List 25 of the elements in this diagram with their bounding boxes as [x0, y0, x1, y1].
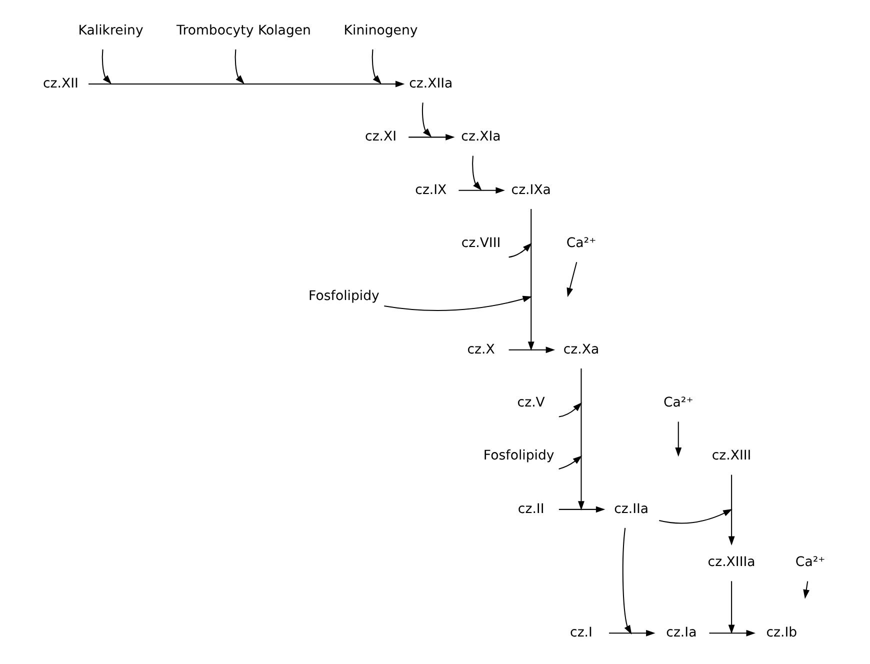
node-text: cz.X [466, 342, 494, 358]
node-text: cz.XIII [711, 448, 751, 464]
node-text: cz.XII [42, 76, 78, 92]
node-text: Kininogeny [343, 23, 418, 38]
node-text: Ca²⁺ [566, 236, 596, 252]
node-text: cz.Xa [562, 342, 599, 358]
node-text: Ca²⁺ [663, 396, 693, 411]
node-text: cz.Ib [766, 626, 797, 641]
node-text: cz.IIa [614, 502, 648, 517]
node-text: cz.XIIa [408, 76, 452, 92]
node-text: cz.VIII [460, 236, 500, 252]
node-text: cz.XIIIa [707, 555, 755, 570]
node-text: Fosfolipidy [308, 289, 379, 304]
node-text: cz.II [517, 502, 544, 517]
node-text: cz.I [570, 626, 592, 641]
node-text: Trombocyty Kolagen [176, 23, 310, 38]
node-text: cz.IX [414, 182, 446, 198]
node-text: cz.XIa [460, 130, 500, 145]
node-text: cz.Ia [666, 626, 696, 641]
node-text: cz.IXa [510, 182, 550, 198]
node-text: Ca²⁺ [794, 555, 825, 570]
node-text: Kalikreiny [78, 23, 143, 38]
node-text: Fosfolipidy [482, 448, 554, 464]
node-text: cz.V [516, 396, 544, 411]
node-text: cz.XI [364, 130, 396, 145]
